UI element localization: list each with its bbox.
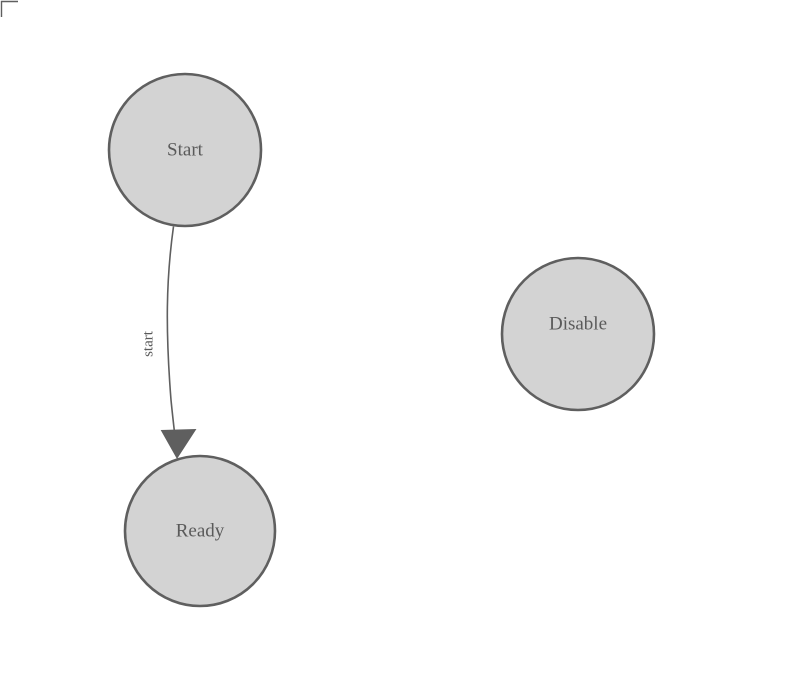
- arrowhead-icon: [160, 428, 197, 459]
- state-node-disable-shape: [500, 256, 656, 412]
- state-node-start-shape: [107, 72, 263, 228]
- state-node-start[interactable]: Start: [107, 72, 263, 228]
- transition-label-start: start: [140, 330, 156, 357]
- state-node-disable-label: Disable: [549, 313, 607, 334]
- state-node-ready-shape: [123, 454, 277, 608]
- state-node-ready[interactable]: Ready: [123, 454, 277, 608]
- state-node-disable[interactable]: Disable: [500, 256, 656, 412]
- state-node-ready-label: Ready: [176, 520, 225, 541]
- transition-edge-path: [166, 226, 178, 456]
- state-node-start-label: Start: [167, 139, 204, 160]
- canvas-corner-mark-icon: [0, 0, 18, 17]
- transition-start-to-ready[interactable]: start: [140, 226, 197, 459]
